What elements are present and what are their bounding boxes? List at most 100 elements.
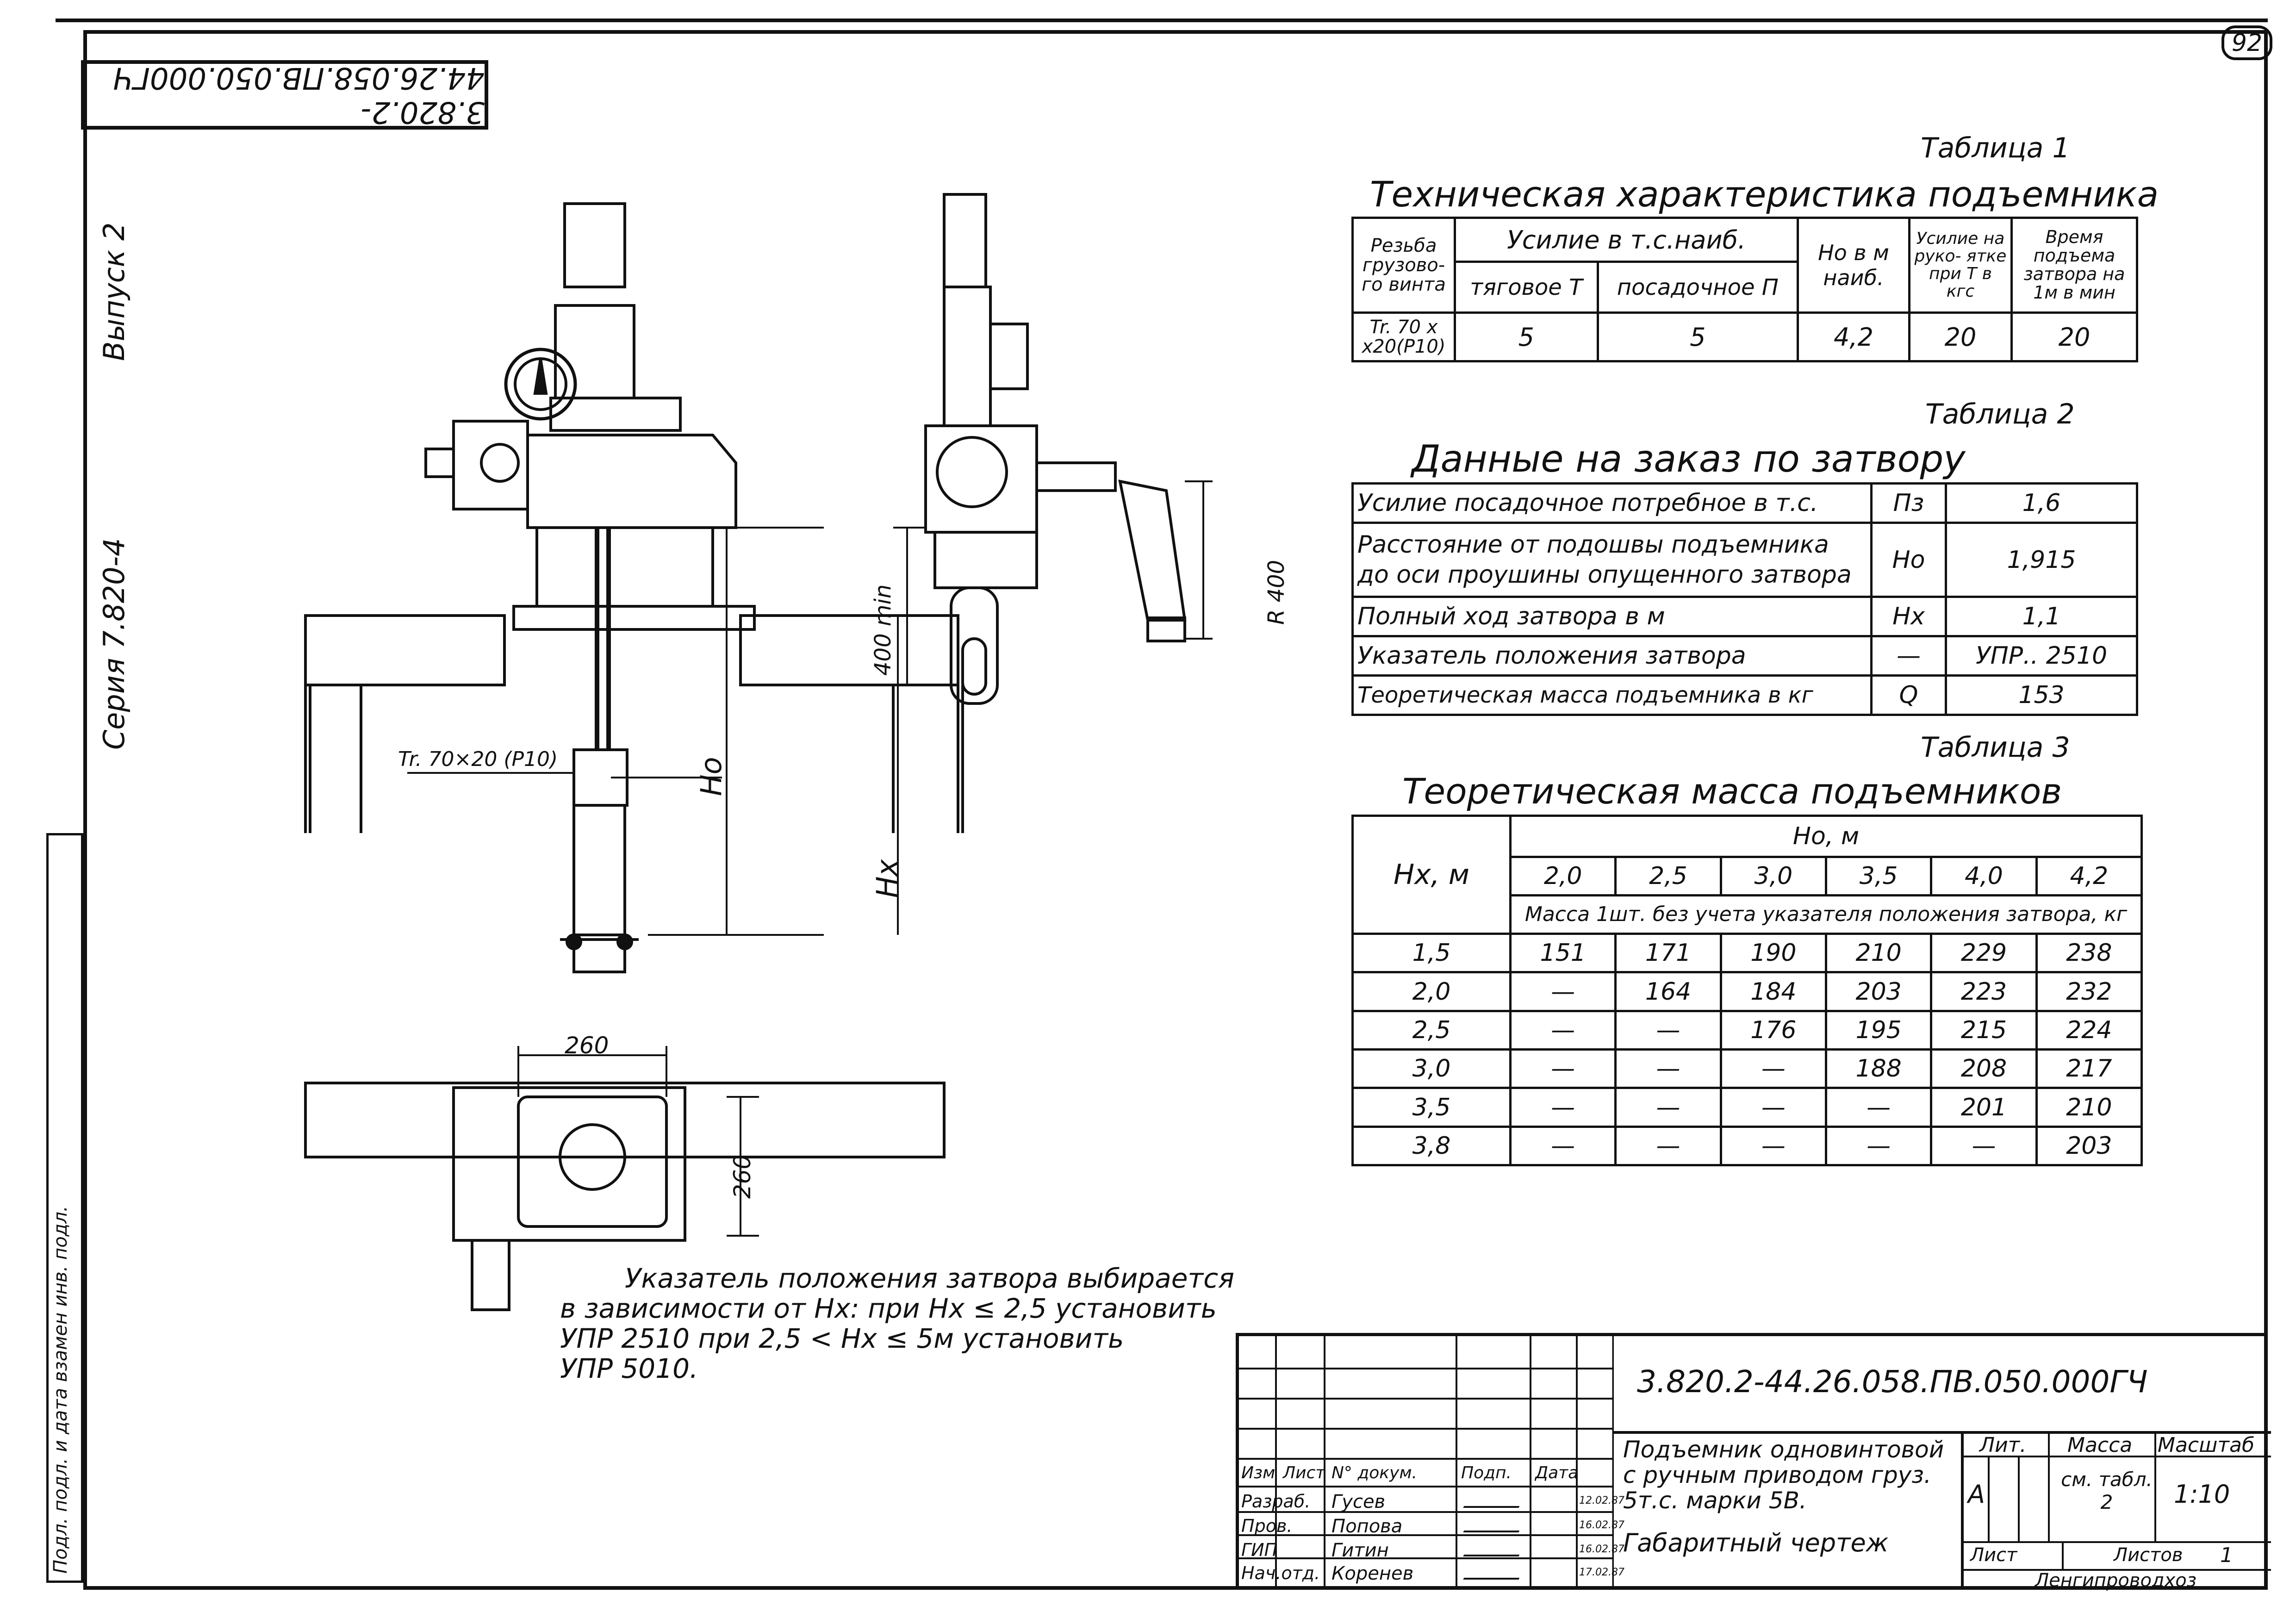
t1-head-push: посадочное П (1596, 261, 1799, 314)
note-line-2: в зависимости от Hx: при Hx ≤ 2,5 устано… (560, 1292, 1217, 1324)
t3-mass-cell: — (1509, 1009, 1617, 1051)
t1-head-thread: Резьба грузово- го винта (1351, 217, 1456, 314)
t3-mass-cell: 217 (2035, 1048, 2143, 1089)
tb-org: Ленгипроводхоз (2035, 1570, 2196, 1591)
t2-sym-2: Hx (1870, 596, 1947, 637)
bolt-left-icon (566, 934, 582, 950)
t3-mass-cell: — (1719, 1048, 1827, 1089)
table3-title: Теоретическая масса подъемников (1402, 771, 2062, 812)
t3-mass-cell: — (1930, 1125, 2038, 1167)
tb-sign-date: 16.02.87 (1579, 1544, 1624, 1555)
table2: Усилие посадочное потребное в т.с. Пз 1,… (1351, 482, 2138, 716)
t3-mass-cell: 164 (1614, 971, 1722, 1012)
min-dimension (893, 527, 926, 685)
side-view (893, 193, 1213, 705)
tb-role: Пров. (1241, 1516, 1293, 1536)
gear-collar (549, 397, 682, 432)
vypusk-label: Выпуск 2 (97, 222, 131, 361)
t2-val-1: 1,915 (1945, 522, 2138, 598)
plan-dim-top-label: 260 (565, 1032, 609, 1059)
hoist-drawing (304, 193, 1213, 1311)
t2-label-2: Полный ход затвора в м (1351, 596, 1873, 637)
t3-hx-cell: 1,5 (1351, 933, 1512, 974)
tb-hdr-date: Дата (1535, 1463, 1579, 1482)
side-indicator (989, 323, 1029, 390)
t3-mass-cell: — (1614, 1009, 1722, 1051)
table1-title: Техническая характеристика подъемника (1370, 174, 2159, 215)
t3-hx-cell: 2,0 (1351, 971, 1512, 1012)
t3-mass-cell: — (1719, 1087, 1827, 1128)
t3-mass-cell: — (1614, 1048, 1722, 1089)
t2-val-2: 1,1 (1945, 596, 2138, 637)
t3-mass-cell: 229 (1930, 933, 2038, 974)
left-stamp-strip (46, 833, 83, 1583)
t3-mass-cell: — (1509, 1048, 1617, 1089)
t3-hx-cell: 3,5 (1351, 1087, 1512, 1128)
tb-lit-head: Лит. (1979, 1433, 2027, 1457)
tb-signature-scribble (1463, 1521, 1524, 1532)
t1-head-force: Усилие в т.с.наиб. (1454, 217, 1799, 263)
min-label: 400 min (870, 584, 896, 676)
t3-mass-cell: — (1824, 1087, 1933, 1128)
tb-sheets-head: Листов (2114, 1544, 2183, 1566)
t2-label-0: Усилие посадочное потребное в т.с. (1351, 482, 1873, 524)
radius-dimension (1185, 480, 1213, 640)
table2-title: Данные на заказ по затвору (1412, 437, 1966, 480)
title-block: Изм Лист N° докум. Подп. Дата Разраб.Гус… (1236, 1333, 2271, 1591)
t3-mass-cell: 188 (1824, 1048, 1933, 1089)
t1-head-pull: тяговое Т (1454, 261, 1599, 314)
t3-ho-1: 2,5 (1614, 855, 1722, 896)
tb-divider-v (1961, 1431, 1964, 1588)
t1-cell-pull: 5 (1454, 311, 1599, 362)
tb-doc-code: 3.820.2-44.26.058.ПВ.050.000ГЧ (1637, 1364, 2148, 1400)
tb-hdr-sign: Подп. (1461, 1463, 1512, 1482)
rotated-doc-stamp: 3.820.2-44.26.058.ПВ.050.000ГЧ (81, 60, 488, 130)
t3-hx-cell: 3,8 (1351, 1125, 1512, 1167)
left-beam (304, 614, 506, 686)
radius-label: R 400 (1263, 560, 1289, 625)
t2-sym-3: — (1870, 635, 1947, 677)
t3-mass-cell: 201 (1930, 1087, 2038, 1128)
right-beam (739, 614, 959, 686)
t3-mass-cell: — (1509, 1087, 1617, 1128)
t3-mass-cell: 232 (2035, 971, 2143, 1012)
t3-mass-cell: 176 (1719, 1009, 1827, 1051)
gate-rod (572, 804, 626, 936)
t2-sym-0: Пз (1870, 482, 1947, 524)
t3-mass-cell: 208 (1930, 1048, 2038, 1089)
tb-name: Подъемник одновинтовой с ручным приводом… (1623, 1436, 1944, 1514)
note-block: Указатель положения затвора выбирается в… (560, 1263, 1234, 1384)
t3-mass-cell: 224 (2035, 1009, 2143, 1051)
t2-label-3: Указатель положения затвора (1351, 635, 1873, 677)
crank-grip (1146, 616, 1186, 642)
tb-signer-name: Попова (1332, 1516, 1403, 1537)
t2-label-1: Расстояние от подошвы подъемника до оси … (1351, 522, 1873, 598)
tb-scale-head: Масштаб (2158, 1433, 2255, 1457)
t3-head-hx: Hx, м (1351, 814, 1512, 935)
table1-caption: Таблица 1 (1921, 132, 2070, 164)
side-eye-slot (961, 637, 987, 696)
front-view (304, 202, 964, 973)
t2-val-0: 1,6 (1945, 482, 2138, 524)
screw-cover-top (563, 202, 626, 288)
note-line-3: УПР 2510 при 2,5 < Hx ≤ 5м установить (560, 1322, 1124, 1354)
t3-mass-cell: — (1614, 1087, 1722, 1128)
tb-scale: 1:10 (2174, 1480, 2230, 1509)
side-gear-circle (936, 436, 1008, 508)
tb-hdr-list: Лист (1283, 1463, 1325, 1482)
handle-shaft (1035, 461, 1117, 492)
t3-mass-cell: 195 (1824, 1009, 1933, 1051)
handle-shaft-stub (424, 448, 455, 478)
t3-mass-cell: 238 (2035, 933, 2143, 974)
thread-label: Tr. 70×20 (P10) (398, 747, 558, 771)
t3-ho-3: 3,5 (1824, 855, 1933, 896)
side-base (933, 531, 1038, 589)
tb-sheets: 1 (2220, 1544, 2233, 1567)
t3-head-ho: Ho, м (1509, 815, 2143, 858)
t3-mass-cell: 203 (2035, 1125, 2143, 1167)
